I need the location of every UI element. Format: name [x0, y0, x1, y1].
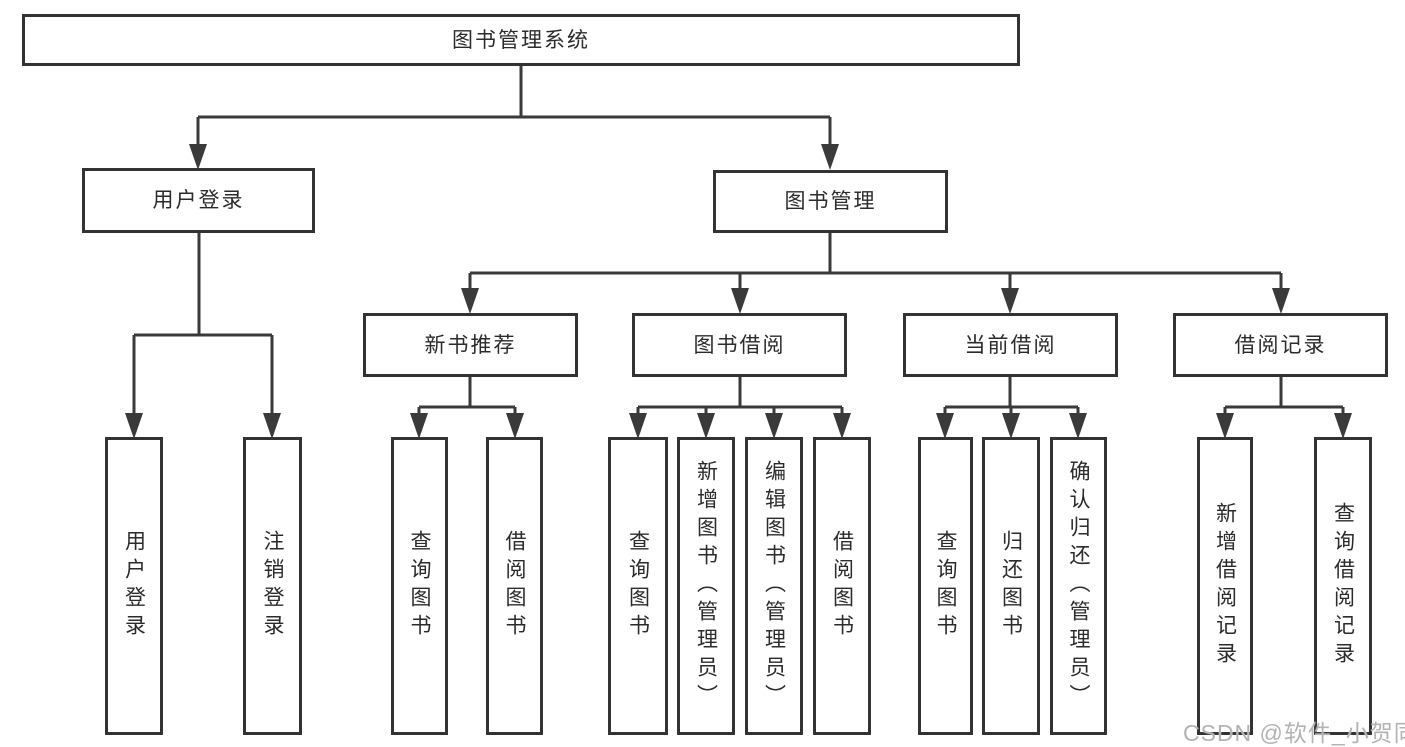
- leaf-confirm-return-admin: 确认归还（管理员）: [1050, 437, 1107, 735]
- leaf-query-books-borrowing: 查询图书: [608, 437, 668, 735]
- csdn-watermark: CSDN @软件_小贺同学: [1183, 720, 1405, 746]
- node-library-system: 图书管理系统: [22, 14, 1020, 66]
- leaf-query-books-current: 查询图书: [918, 437, 973, 735]
- leaf-user-login: 用户登录: [105, 437, 163, 735]
- leaf-query-books-recommend: 查询图书: [391, 437, 448, 735]
- node-user-login-branch: 用户登录: [82, 168, 315, 233]
- leaf-borrow-books-borrowing: 借阅图书: [813, 437, 871, 735]
- node-new-book-recommendation: 新书推荐: [363, 313, 578, 377]
- leaf-add-book-admin: 新增图书（管理员）: [677, 437, 735, 735]
- leaf-add-borrow-record: 新增借阅记录: [1197, 437, 1253, 735]
- leaf-logout: 注销登录: [243, 437, 302, 735]
- node-book-borrowing: 图书借阅: [632, 313, 847, 377]
- leaf-edit-book-admin: 编辑图书（管理员）: [745, 437, 803, 735]
- node-current-borrowing: 当前借阅: [903, 313, 1118, 377]
- connector-segments: [132, 66, 1345, 416]
- arrowheads: [125, 144, 1352, 439]
- leaf-return-book: 归还图书: [982, 437, 1040, 735]
- leaf-borrow-books-recommend: 借阅图书: [486, 437, 543, 735]
- node-borrowing-records: 借阅记录: [1173, 313, 1388, 377]
- node-book-management-branch: 图书管理: [713, 170, 948, 233]
- leaf-query-borrow-record: 查询借阅记录: [1314, 437, 1372, 735]
